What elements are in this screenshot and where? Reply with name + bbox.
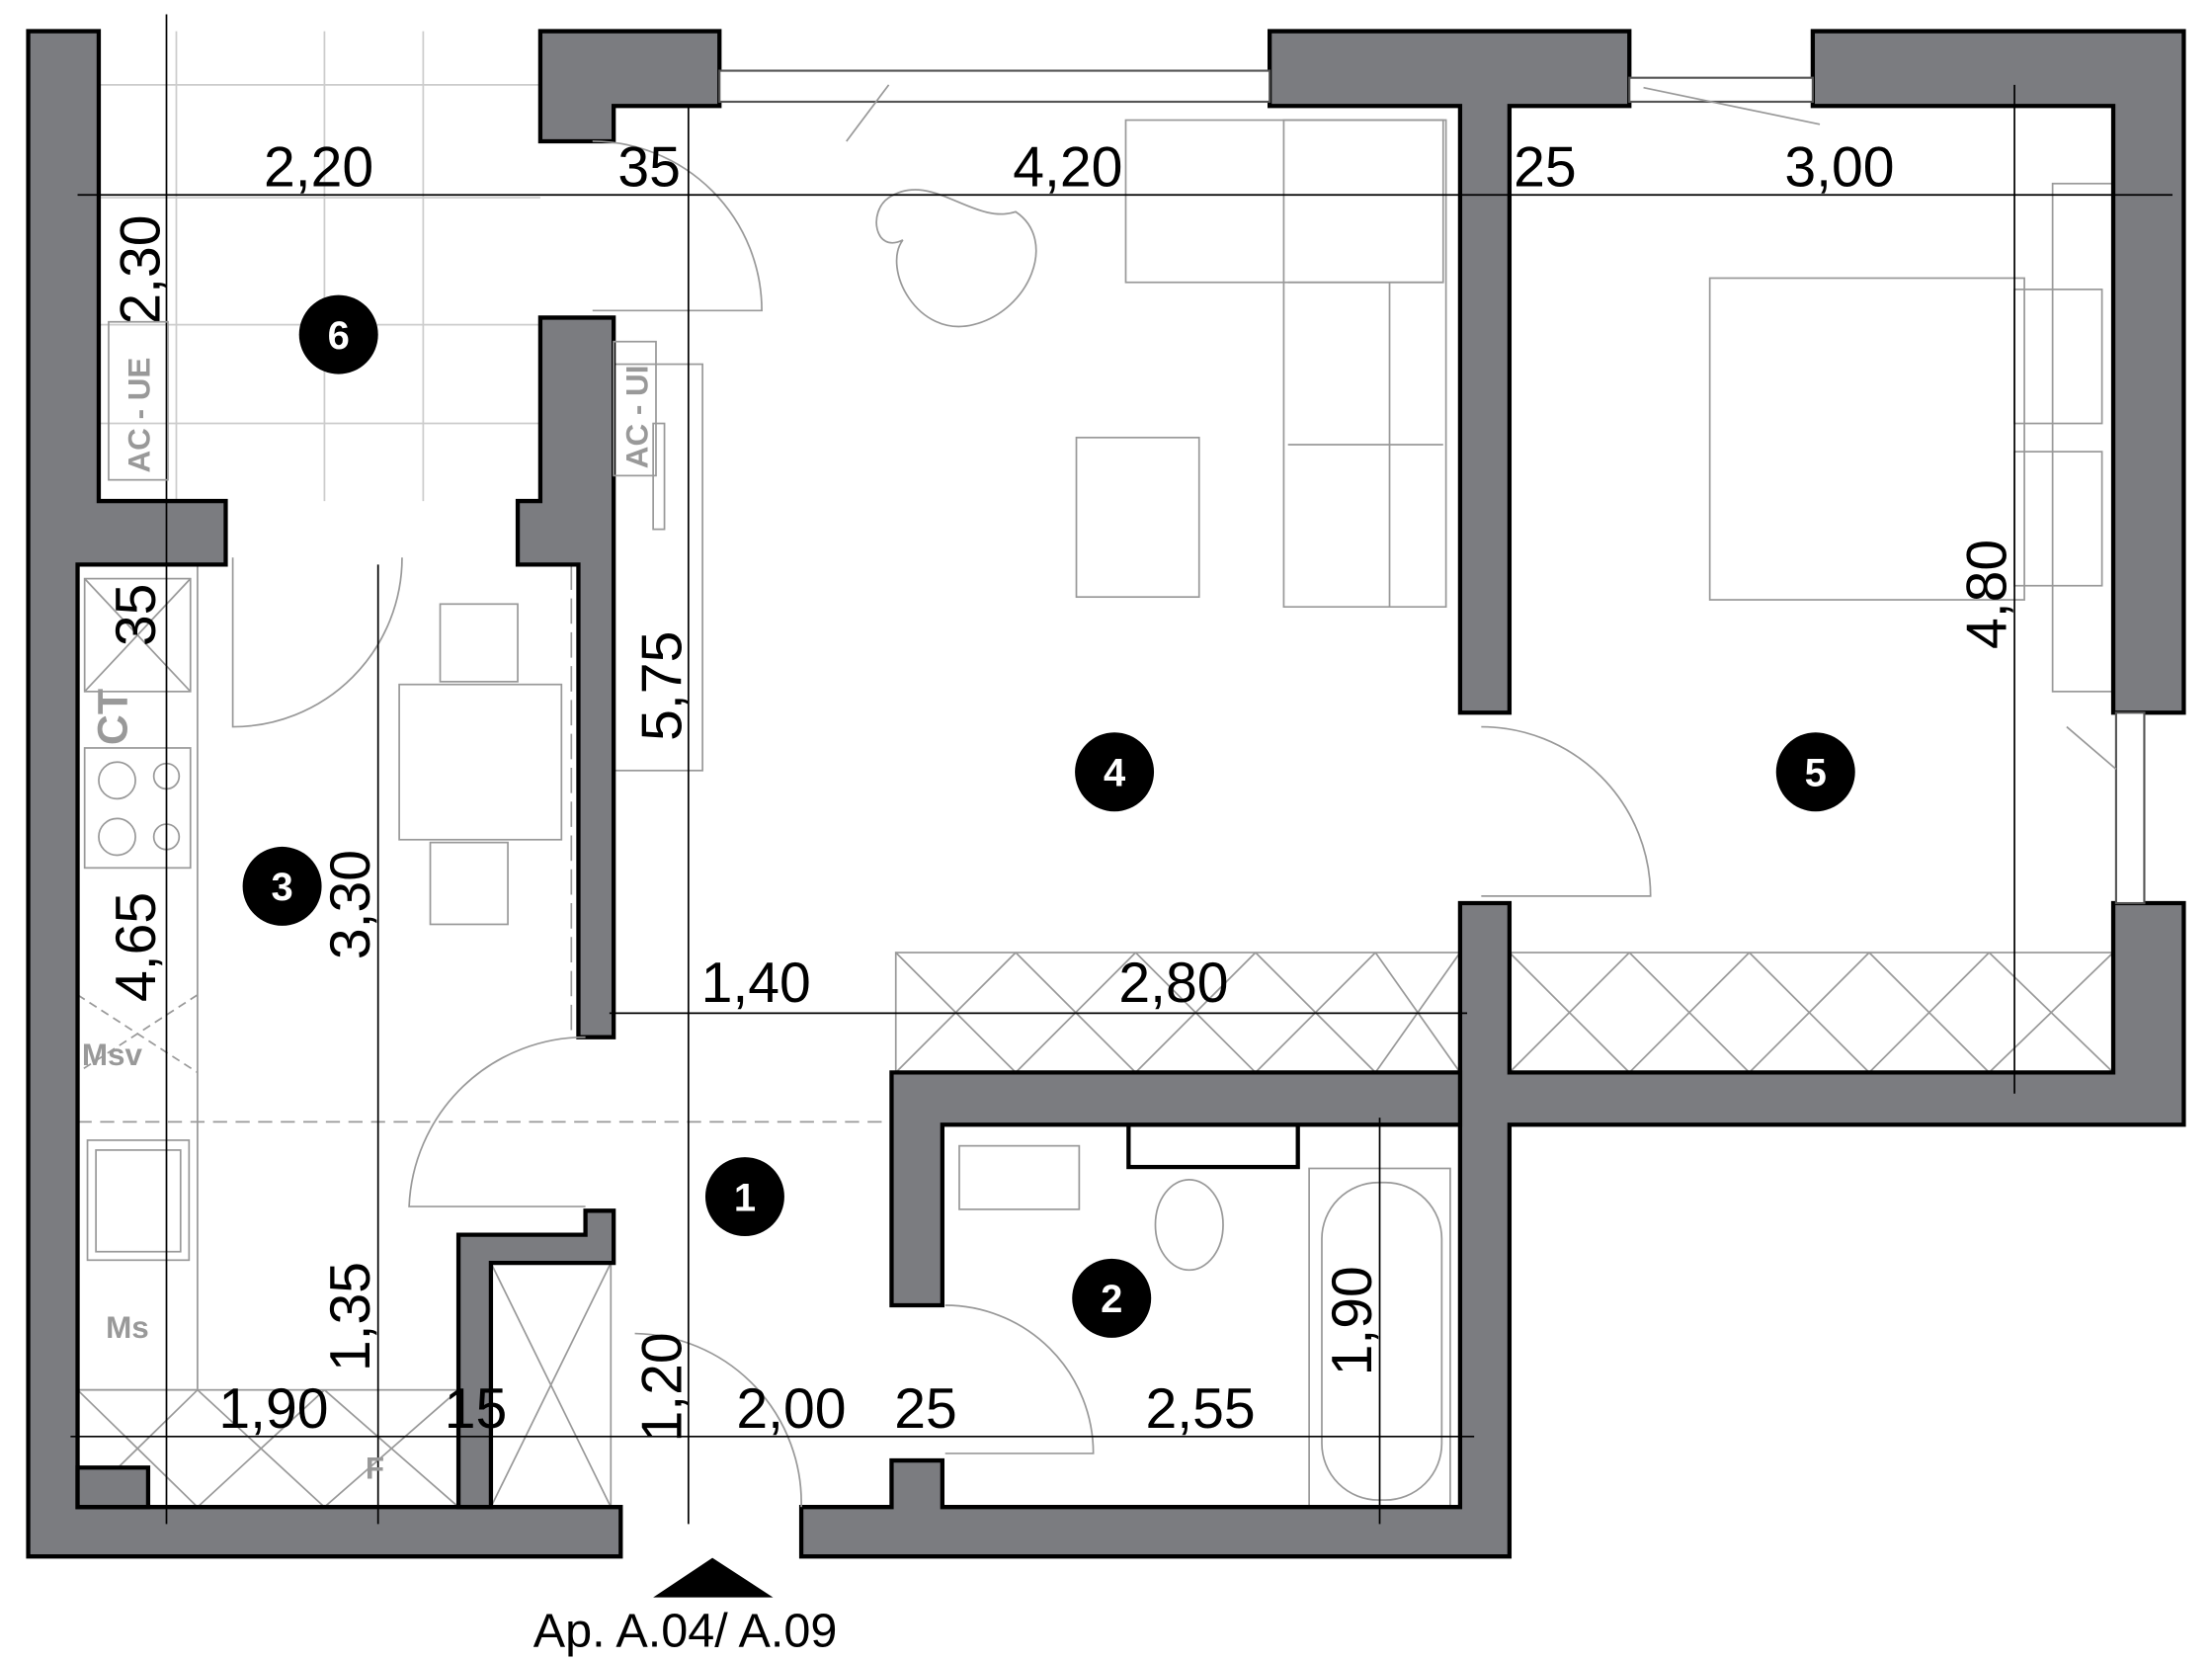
sink — [86, 1139, 191, 1262]
living-furniture — [613, 119, 1447, 772]
stove — [83, 747, 192, 870]
dim-bath-width: 2,55 — [1145, 1377, 1255, 1441]
dim-hall-lower: 1,35 — [319, 1262, 382, 1371]
label-ac-outdoor: AC - UE — [122, 358, 156, 473]
entrance-door — [634, 1332, 802, 1508]
room-marker-4: 4 — [1075, 732, 1155, 812]
dim-kitchen-top: 35 — [105, 584, 168, 647]
room-marker-5: 5 — [1775, 732, 1855, 812]
apartment-caption: Ap. A.04/ A.09 — [533, 1605, 838, 1658]
label-ac-indoor: AC - UI — [619, 366, 654, 469]
dim-balcony-depth: 2,30 — [109, 214, 172, 324]
kitchen-hall-door — [408, 1036, 586, 1207]
dim-balcony-door: 35 — [617, 136, 681, 200]
svg-text:3: 3 — [271, 866, 292, 909]
bed — [1708, 182, 2114, 693]
bathroom-door — [944, 1304, 1095, 1454]
entrance-arrow-icon — [653, 1557, 774, 1598]
boiler — [83, 577, 192, 693]
dim-entrance-depth: 1,20 — [631, 1332, 695, 1442]
dim-bath-depth: 1,90 — [1321, 1266, 1384, 1375]
dim-hall-left: 1,40 — [701, 952, 811, 1015]
walls — [26, 29, 2186, 1559]
bedroom-door — [1481, 725, 1652, 897]
dimension-labels: 2,20 35 4,20 25 3,00 2,30 5,75 4,80 35 4… — [105, 136, 2018, 1443]
label-boiler: CT — [90, 689, 137, 745]
dim-balcony-width: 2,20 — [264, 136, 373, 200]
dim-bedroom-width: 3,00 — [1784, 136, 1894, 200]
dim-inner-wall: 15 — [445, 1377, 508, 1441]
dim-kitchen-inner: 3,30 — [319, 850, 382, 959]
dim-hall-width: 2,00 — [736, 1377, 846, 1441]
doors — [231, 84, 2117, 1508]
label-dishwasher: Msv — [82, 1038, 143, 1072]
svg-text:4: 4 — [1104, 752, 1126, 795]
svg-text:1: 1 — [734, 1176, 756, 1219]
dining-table — [398, 564, 573, 1038]
svg-text:2: 2 — [1101, 1278, 1122, 1321]
dim-living-width: 4,20 — [1013, 136, 1122, 200]
dim-living-depth: 5,75 — [631, 631, 695, 741]
room-marker-1: 1 — [704, 1157, 784, 1237]
dim-kitchen-width: 1,90 — [218, 1377, 328, 1441]
room-marker-6: 6 — [298, 294, 378, 374]
label-washer: Ms — [106, 1310, 149, 1345]
dim-kitchen-depth: 4,65 — [105, 892, 168, 1002]
dim-bedroom-depth: 4,80 — [1956, 540, 2019, 649]
kitchen-door — [231, 557, 403, 728]
wardrobe-bedroom — [1509, 952, 2114, 1074]
svg-text:5: 5 — [1805, 752, 1827, 795]
dim-wardrobe: 2,80 — [1118, 952, 1228, 1015]
room-marker-3: 3 — [242, 846, 322, 926]
dimension-lines — [70, 14, 2173, 1525]
room-markers: 1 2 3 4 5 6 — [242, 294, 1855, 1338]
dim-bath-wall: 25 — [894, 1377, 957, 1441]
windows — [718, 69, 2146, 905]
label-fridge: F — [366, 1452, 384, 1486]
svg-text:6: 6 — [328, 314, 350, 358]
dim-wall-living-bedroom: 25 — [1514, 136, 1577, 200]
equipment-labels: AC - UE AC - UI CT Msv Ms F — [82, 320, 657, 1486]
room-marker-2: 2 — [1072, 1258, 1152, 1338]
